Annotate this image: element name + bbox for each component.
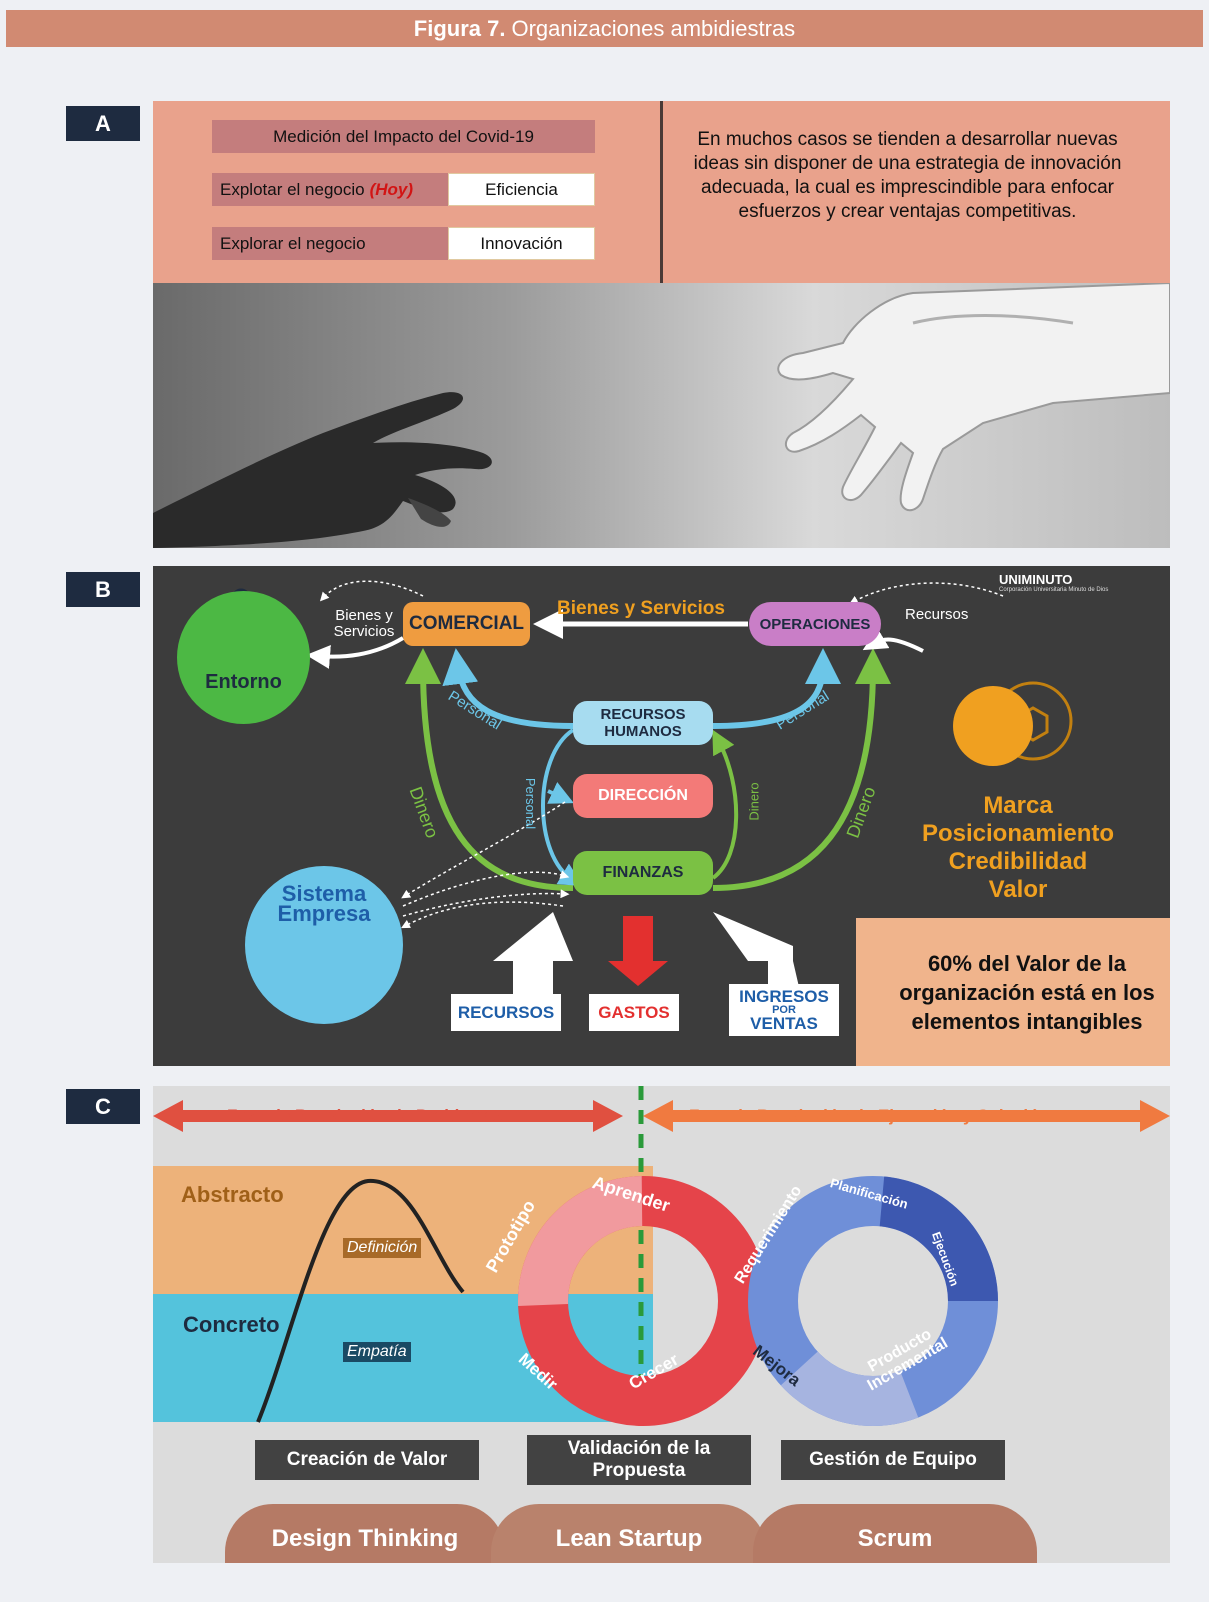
dinero-label-center: Dinero (746, 782, 762, 821)
panel-c-tag: C (66, 1089, 140, 1124)
definicion-label: Definición (343, 1238, 422, 1258)
covid-impact-title: Medición del Impacto del Covid-19 (212, 120, 595, 153)
operaciones-node: OPERACIONES (749, 602, 881, 646)
exploit-row: Explotar el negocio (Hoy) Eficiencia (212, 173, 595, 206)
recursos-right-label: Recursos (905, 606, 969, 623)
creacion-valor-box: Creación de Valor (255, 1440, 479, 1480)
abstract-level-label: Abstracto (181, 1182, 284, 1207)
empatia-label: Empatía (343, 1342, 411, 1362)
entorno-label: Entorno (205, 671, 282, 693)
human-robot-hands-image (153, 283, 1170, 548)
hoy-emphasis: (Hoy) (369, 179, 414, 199)
finanzas-node: FINANZAS (573, 851, 713, 895)
exploit-label: Explotar el negocio (Hoy) (212, 173, 448, 206)
direccion-node: DIRECCIÓN (573, 774, 713, 818)
panel-b-tag: B (66, 572, 140, 607)
validacion-propuesta-box: Validación de la Propuesta (527, 1435, 751, 1485)
execution-phase-label: Fase de Resolución de Ejecución y Soluci… (689, 1106, 1049, 1125)
bienes-servicios-left-label: Bienes y Servicios (333, 607, 395, 640)
personal-label-center: Personal (523, 777, 539, 830)
bienes-servicios-top-label: Bienes y Servicios (557, 598, 725, 619)
exploit-value: Eficiencia (448, 173, 595, 206)
intangibles-list: Marca Posicionamiento Credibilidad Valor (921, 792, 1115, 903)
panel-a-tag: A (66, 106, 140, 141)
ingresos-ventas-box: INGRESOS POR VENTAS (729, 984, 839, 1036)
recursos-box: RECURSOS (451, 994, 561, 1031)
uniminuto-logo: UNIMINUTO Corporación Universitaria Minu… (999, 572, 1109, 593)
methodology-graphics (153, 1086, 1170, 1426)
entorno-circle: Entorno (177, 591, 310, 724)
lean-startup-tab: Lean Startup (491, 1504, 767, 1563)
explore-label: Explorar el negocio (212, 227, 448, 260)
innovation-statement: En muchos casos se tienden a desarrollar… (693, 129, 1122, 222)
problem-phase-label: Fase de Resolución de Problemas (227, 1106, 503, 1125)
sistema-empresa-circle: Sistema Empresa (245, 866, 403, 1024)
design-thinking-tab: Design Thinking (225, 1504, 505, 1563)
comercial-node: COMERCIAL (403, 602, 530, 646)
panel-a-divider (660, 101, 663, 283)
gastos-box: GASTOS (589, 994, 679, 1031)
brand-medal-icon (953, 686, 1033, 766)
figure-number: Figura 7. (413, 15, 506, 41)
concrete-level-label: Concreto (183, 1312, 280, 1337)
scrum-tab: Scrum (753, 1504, 1037, 1563)
intangible-value-statement: 60% del Valor de la organización está en… (856, 918, 1170, 1066)
sistema-empresa-label: Sistema Empresa (277, 881, 371, 926)
recursos-humanos-node: RECURSOS HUMANOS (573, 701, 713, 745)
methodologies-diagram: Fase de Resolución de Problemas Fase de … (153, 1086, 1170, 1563)
explore-row: Explorar el negocio Innovación (212, 227, 595, 260)
business-system-diagram: Entorno Sistema Empresa Bienes y Servici… (153, 566, 1170, 1066)
gestion-equipo-box: Gestión de Equipo (781, 1440, 1005, 1480)
explore-value: Innovación (448, 227, 595, 260)
figure-title: Figura 7. Organizaciones ambidiestras (6, 10, 1203, 47)
figure-caption: Organizaciones ambidiestras (511, 15, 796, 41)
